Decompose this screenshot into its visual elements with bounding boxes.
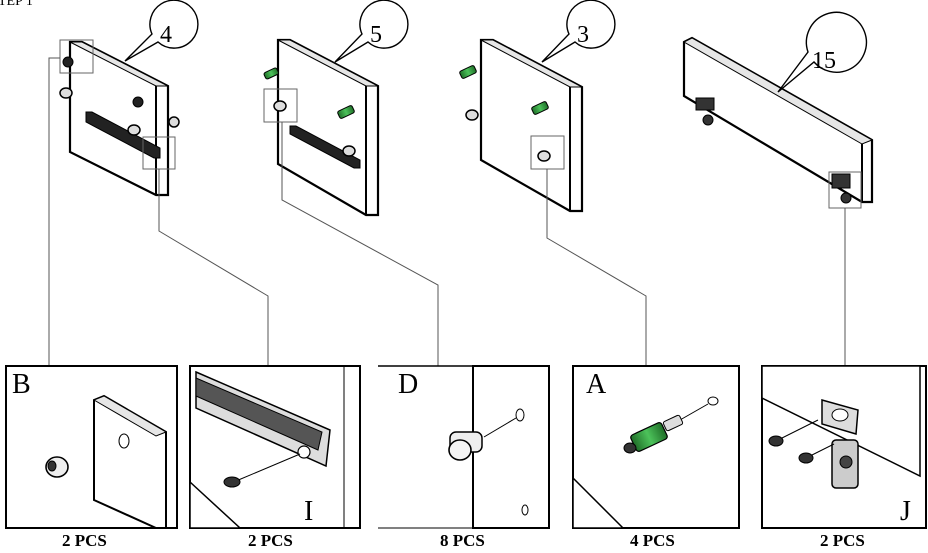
detail-j [761, 365, 927, 529]
detail-a-qty: 4 PCS [630, 531, 675, 550]
detail-a-letter: A [586, 369, 607, 400]
leader-lines [48, 57, 846, 366]
panel-5-number: 5 [370, 22, 382, 48]
panel-3 [459, 0, 616, 213]
panel-15 [682, 11, 874, 209]
detail-a [572, 365, 740, 529]
detail-i [189, 365, 361, 529]
detail-j-qty: 2 PCS [820, 531, 865, 550]
panel-3-number: 3 [577, 22, 589, 48]
detail-b-qty: 2 PCS [62, 531, 107, 550]
detail-i-letter: I [304, 496, 313, 527]
detail-d-letter: D [398, 369, 418, 400]
panel-15-number: 15 [812, 48, 836, 74]
detail-b [5, 365, 178, 529]
detail-d-qty: 8 PCS [440, 531, 485, 550]
panel-4 [59, 0, 199, 197]
panel-4-number: 4 [160, 22, 172, 48]
panel-5 [263, 0, 409, 217]
detail-i-qty: 2 PCS [248, 531, 293, 550]
step-label: TEP 1 [0, 0, 33, 9]
detail-b-letter: B [12, 369, 31, 400]
detail-j-letter: J [900, 496, 911, 527]
detail-d [378, 365, 550, 529]
